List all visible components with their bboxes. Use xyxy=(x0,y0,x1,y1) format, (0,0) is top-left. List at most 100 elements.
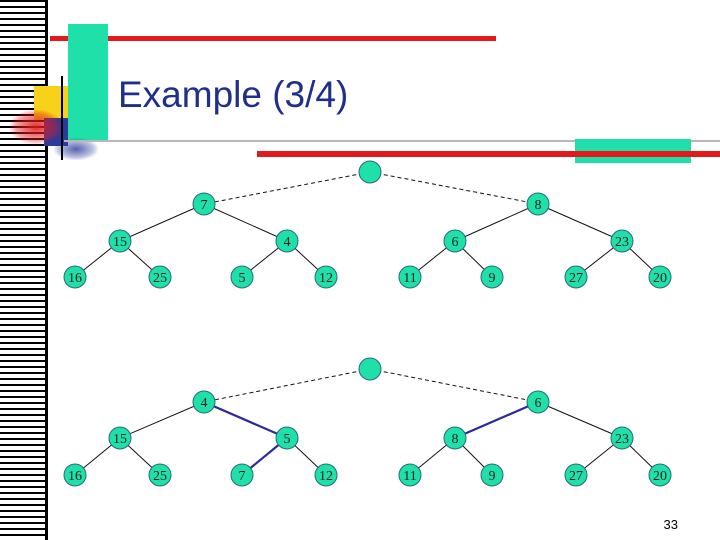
tree-node-circle xyxy=(443,426,467,450)
tree-node-label: 15 xyxy=(113,235,127,250)
tree-node-label: 8 xyxy=(535,198,542,213)
red-top-bar xyxy=(50,36,496,41)
tree-node-label: 12 xyxy=(319,469,333,484)
tree-node-label: 25 xyxy=(153,469,167,484)
tree-1-node-1-1: 8 xyxy=(526,192,550,216)
tree-1-edge-0.0-1.1 xyxy=(369,171,539,205)
tree-node-label: 4 xyxy=(201,396,208,411)
tree-node-circle xyxy=(564,265,588,289)
tree-node-label: 9 xyxy=(489,469,496,484)
tree-1-edge-1.1-2.2 xyxy=(454,203,539,242)
tree-node-label: 20 xyxy=(653,469,667,484)
tree-2-node-3-1: 25 xyxy=(148,463,172,487)
tree-node-label: 27 xyxy=(569,469,583,484)
tree-1-node-3-1: 25 xyxy=(148,265,172,289)
tree-node-circle xyxy=(314,463,338,487)
tree-node-circle xyxy=(398,265,422,289)
tree-node-circle xyxy=(108,426,132,450)
tree-2-edge-1.0-2.0 xyxy=(119,401,205,439)
tree-node-label: 5 xyxy=(239,271,246,286)
tree-2-node-2-3: 23 xyxy=(610,426,634,450)
tree-node-circle xyxy=(230,463,254,487)
tree-node-label: 16 xyxy=(68,469,82,484)
tree-2-node-3-4: 11 xyxy=(398,463,422,487)
tree-node-circle xyxy=(526,192,550,216)
tree-node-circle xyxy=(610,229,634,253)
tree-node-circle xyxy=(358,160,382,184)
tree-1-node-1-0: 7 xyxy=(192,192,216,216)
tree-node-label: 20 xyxy=(653,271,667,286)
tree-node-circle xyxy=(63,265,87,289)
tree-node-label: 5 xyxy=(284,432,291,447)
tree-node-label: 4 xyxy=(284,235,291,250)
tree-2-edge-1.1-2.2 xyxy=(454,400,539,440)
tree-node-circle xyxy=(648,463,672,487)
tree-2-node-3-0: 16 xyxy=(63,463,87,487)
green-title-square xyxy=(68,24,108,142)
tree-2-node-3-6: 27 xyxy=(564,463,588,487)
tree-node-circle xyxy=(275,229,299,253)
red-right-bar xyxy=(257,151,720,157)
tree-node-circle xyxy=(610,426,634,450)
tree-node-label: 11 xyxy=(403,469,416,484)
tree-node-circle xyxy=(63,463,87,487)
tree-2-edge-1.1-2.3 xyxy=(537,401,623,439)
tree-2-node-3-7: 20 xyxy=(648,463,672,487)
tree-node-label: 15 xyxy=(113,432,127,447)
tree-2-node-2-0: 15 xyxy=(108,426,132,450)
tree-node-circle xyxy=(148,463,172,487)
tree-2-node-3-3: 12 xyxy=(314,463,338,487)
tree-node-circle xyxy=(275,426,299,450)
tree-2-node-1-1: 6 xyxy=(526,390,550,414)
tree-1-edge-1.0-2.0 xyxy=(119,203,205,242)
tree-node-label: 7 xyxy=(201,198,208,213)
tree-1-node-3-7: 20 xyxy=(648,265,672,289)
tree-1-node-3-0: 16 xyxy=(63,265,87,289)
tree-2-node-1-0: 4 xyxy=(192,390,216,414)
tree-node-circle xyxy=(480,463,504,487)
tree-1-node-2-1: 4 xyxy=(275,229,299,253)
tree-node-label: 7 xyxy=(239,469,246,484)
tree-1-node-2-2: 6 xyxy=(443,229,467,253)
slide-title: Example (3/4) xyxy=(118,74,349,115)
blue-glow-shape xyxy=(54,138,98,160)
tree-1-node-2-0: 15 xyxy=(108,229,132,253)
tree-2-node-3-5: 9 xyxy=(480,463,504,487)
tree-1-node-2-3: 23 xyxy=(610,229,634,253)
tree-node-label: 23 xyxy=(615,432,629,447)
tree-node-circle xyxy=(358,357,382,381)
tree-node-label: 9 xyxy=(489,271,496,286)
tree-2-node-0-0 xyxy=(358,357,382,381)
gray-underline xyxy=(64,140,720,142)
tree-1-edge-1.0-2.1 xyxy=(203,203,288,242)
tree-node-label: 6 xyxy=(535,396,542,411)
tree-1-edge-0.0-1.0 xyxy=(203,171,371,205)
tree-node-circle xyxy=(230,265,254,289)
tree-node-circle xyxy=(148,265,172,289)
red-glow-shape xyxy=(10,110,62,144)
page-number: 33 xyxy=(663,517,678,532)
tree-1-node-0-0 xyxy=(358,160,382,184)
tree-node-circle xyxy=(564,463,588,487)
tree-node-circle xyxy=(192,390,216,414)
tree-node-label: 16 xyxy=(68,271,82,286)
tree-node-label: 8 xyxy=(452,432,459,447)
tree-node-circle xyxy=(443,229,467,253)
tree-node-circle xyxy=(398,463,422,487)
tree-2-edges xyxy=(74,368,661,476)
tree-node-label: 27 xyxy=(569,271,583,286)
tree-node-circle xyxy=(526,390,550,414)
tree-node-label: 23 xyxy=(615,235,629,250)
tree-1-node-3-5: 9 xyxy=(480,265,504,289)
tree-2-edge-0.0-1.0 xyxy=(203,368,371,403)
tree-1-edge-1.1-2.3 xyxy=(537,203,623,242)
vertical-divider-line xyxy=(61,76,63,160)
tree-2-node-2-1: 5 xyxy=(275,426,299,450)
tree-node-circle xyxy=(648,265,672,289)
tree-node-circle xyxy=(108,229,132,253)
tree-node-label: 12 xyxy=(319,271,333,286)
tree-1-node-3-2: 5 xyxy=(230,265,254,289)
tree-1-node-3-4: 11 xyxy=(398,265,422,289)
tree-node-label: 25 xyxy=(153,271,167,286)
tree-2-node-3-2: 7 xyxy=(230,463,254,487)
